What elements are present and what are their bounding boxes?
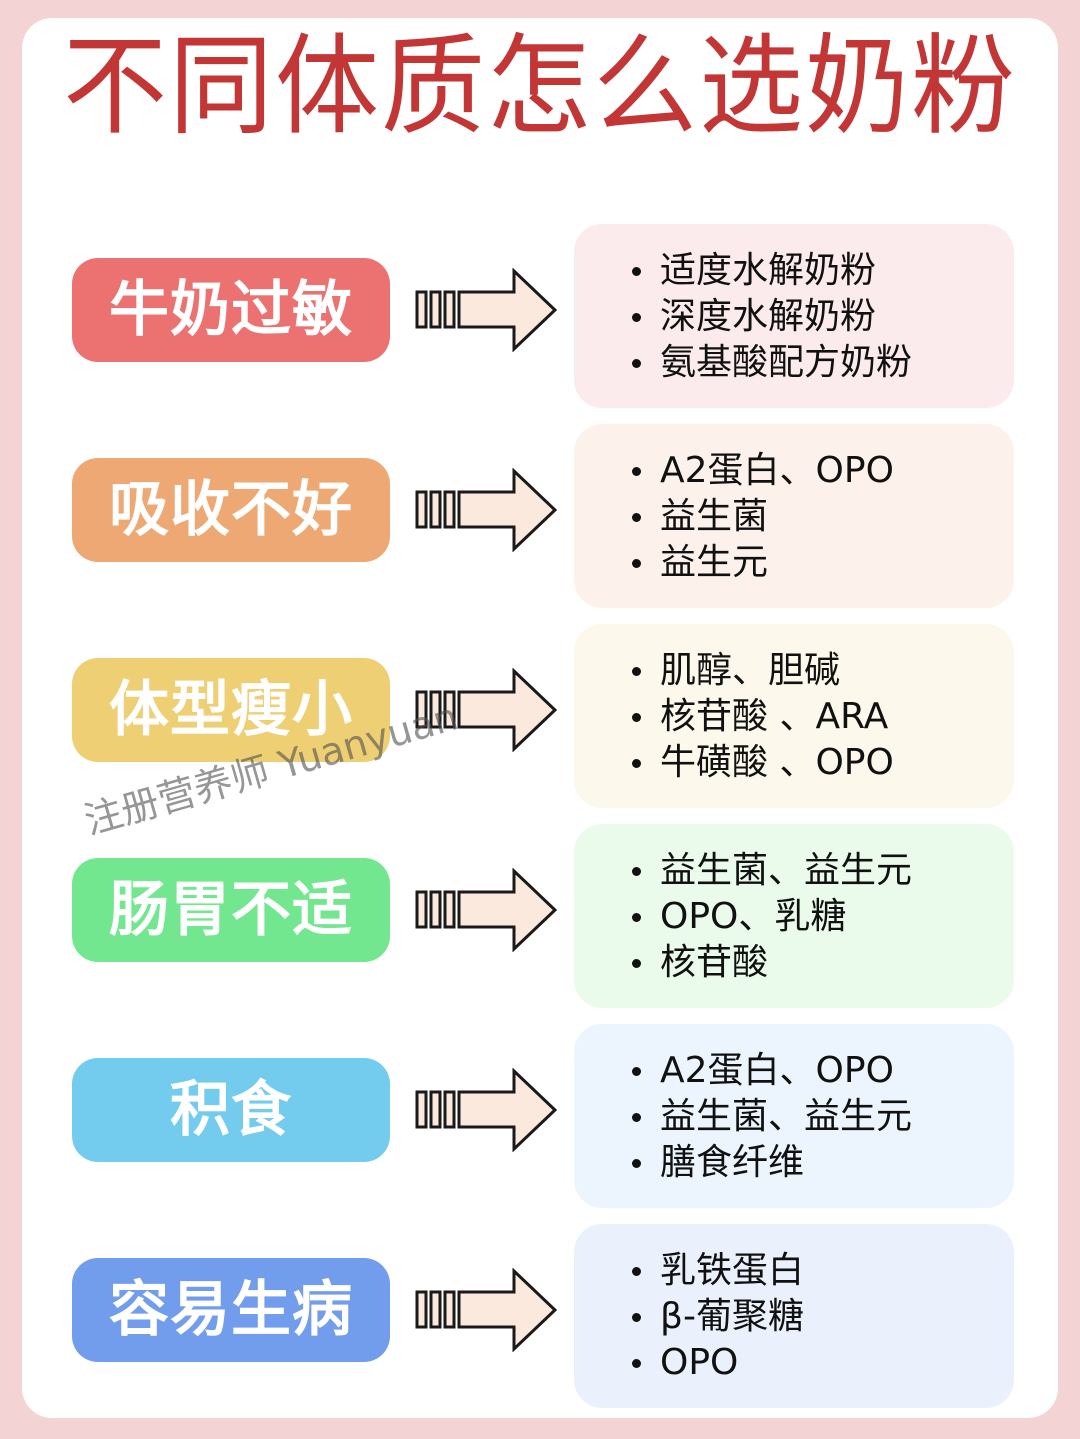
list-item: 益生菌、益生元 [632, 1094, 912, 1140]
recommendation-box: A2蛋白、OPO 益生菌、益生元膳食纤维 [574, 1024, 1014, 1208]
list-item: 益生菌、益生元 [632, 848, 912, 894]
bullet-icon [632, 759, 641, 768]
condition-label: 积食 [72, 1058, 390, 1162]
recommendation-box: 适度水解奶粉深度水解奶粉氨基酸配方奶粉 [574, 224, 1014, 408]
bullet-icon [632, 1067, 641, 1076]
condition-label: 容易生病 [72, 1258, 390, 1362]
condition-label: 肠胃不适 [72, 858, 390, 962]
condition-label: 吸收不好 [72, 458, 390, 562]
condition-row: 积食 A2蛋白、OPO 益生菌、益生元膳食纤维 [0, 1024, 1080, 1210]
bullet-icon [632, 867, 641, 876]
list-item: 深度水解奶粉 [632, 294, 912, 340]
condition-label: 体型瘦小 [72, 658, 390, 762]
list-item-text: 乳铁蛋白 [660, 1250, 805, 1291]
condition-row: 吸收不好 A2蛋白、OPO 益生菌益生元 [0, 424, 1080, 610]
list-item-text: 牛磺酸 、OPO [660, 742, 894, 783]
list-item: 适度水解奶粉 [632, 248, 912, 294]
list-item-text: 核苷酸 [660, 942, 769, 983]
list-item-text: OPO、乳糖 [660, 896, 847, 937]
list-item-text: 益生菌 [660, 496, 769, 537]
list-item: OPO、乳糖 [632, 894, 912, 940]
bullet-icon [632, 913, 641, 922]
list-item: 益生元 [632, 540, 894, 586]
condition-row: 容易生病 乳铁蛋白 β-葡聚糖 OPO [0, 1224, 1080, 1410]
recommendation-list: 肌醇、胆碱核苷酸 、ARA 牛磺酸 、OPO [632, 648, 894, 786]
list-item: 肌醇、胆碱 [632, 648, 894, 694]
list-item: β-葡聚糖 [632, 1294, 804, 1340]
list-item: 膳食纤维 [632, 1140, 912, 1186]
recommendation-box: 乳铁蛋白 β-葡聚糖 OPO [574, 1224, 1014, 1408]
list-item-text: 深度水解奶粉 [660, 296, 877, 337]
list-item: 乳铁蛋白 [632, 1248, 804, 1294]
bullet-icon [632, 1113, 641, 1122]
recommendation-list: A2蛋白、OPO 益生菌、益生元膳食纤维 [632, 1048, 912, 1186]
right-arrow-icon [414, 467, 560, 553]
right-arrow-icon [414, 667, 560, 753]
list-item-text: 氨基酸配方奶粉 [660, 342, 913, 383]
list-item-text: A2蛋白、OPO [660, 1050, 894, 1091]
right-arrow-icon [414, 267, 560, 353]
bullet-icon [632, 267, 641, 276]
list-item-text: 肌醇、胆碱 [660, 650, 841, 691]
bullet-icon [632, 1159, 641, 1168]
bullet-icon [632, 313, 641, 322]
recommendation-list: 适度水解奶粉深度水解奶粉氨基酸配方奶粉 [632, 248, 912, 386]
bullet-icon [632, 959, 641, 968]
right-arrow-icon [414, 1067, 560, 1153]
list-item: A2蛋白、OPO [632, 448, 894, 494]
list-item-text: β-葡聚糖 [660, 1296, 804, 1337]
bullet-icon [632, 513, 641, 522]
list-item: 核苷酸 、ARA [632, 694, 894, 740]
list-item: A2蛋白、OPO [632, 1048, 912, 1094]
recommendation-list: 益生菌、益生元 OPO、乳糖核苷酸 [632, 848, 912, 986]
recommendation-box: 益生菌、益生元 OPO、乳糖核苷酸 [574, 824, 1014, 1008]
condition-row: 牛奶过敏 适度水解奶粉深度水解奶粉氨基酸配方奶粉 [0, 224, 1080, 410]
list-item-text: 核苷酸 、ARA [660, 696, 889, 737]
list-item-text: OPO [660, 1342, 739, 1383]
list-item: 核苷酸 [632, 940, 912, 986]
recommendation-list: 乳铁蛋白 β-葡聚糖 OPO [632, 1248, 804, 1386]
bullet-icon [632, 1313, 641, 1322]
condition-row: 肠胃不适 益生菌、益生元 OPO、乳糖核苷酸 [0, 824, 1080, 1010]
bullet-icon [632, 1359, 641, 1368]
bullet-icon [632, 667, 641, 676]
list-item-text: 益生元 [660, 542, 769, 583]
condition-label: 牛奶过敏 [72, 258, 390, 362]
bullet-icon [632, 713, 641, 722]
bullet-icon [632, 1267, 641, 1276]
recommendation-box: A2蛋白、OPO 益生菌益生元 [574, 424, 1014, 608]
bullet-icon [632, 359, 641, 368]
right-arrow-icon [414, 867, 560, 953]
page-title: 不同体质怎么选奶粉 [62, 21, 1017, 151]
list-item-text: 适度水解奶粉 [660, 250, 877, 291]
list-item-text: 膳食纤维 [660, 1142, 805, 1183]
bullet-icon [632, 559, 641, 568]
recommendation-list: A2蛋白、OPO 益生菌益生元 [632, 448, 894, 586]
list-item: 牛磺酸 、OPO [632, 740, 894, 786]
list-item: OPO [632, 1340, 804, 1386]
list-item-text: A2蛋白、OPO [660, 450, 894, 491]
list-item: 益生菌 [632, 494, 894, 540]
right-arrow-icon [414, 1267, 560, 1353]
recommendation-box: 肌醇、胆碱核苷酸 、ARA 牛磺酸 、OPO [574, 624, 1014, 808]
list-item: 氨基酸配方奶粉 [632, 340, 912, 386]
bullet-icon [632, 467, 641, 476]
list-item-text: 益生菌、益生元 [660, 1096, 913, 1137]
list-item-text: 益生菌、益生元 [660, 850, 913, 891]
condition-row: 体型瘦小 肌醇、胆碱核苷酸 、ARA 牛磺酸 、OPO [0, 624, 1080, 810]
